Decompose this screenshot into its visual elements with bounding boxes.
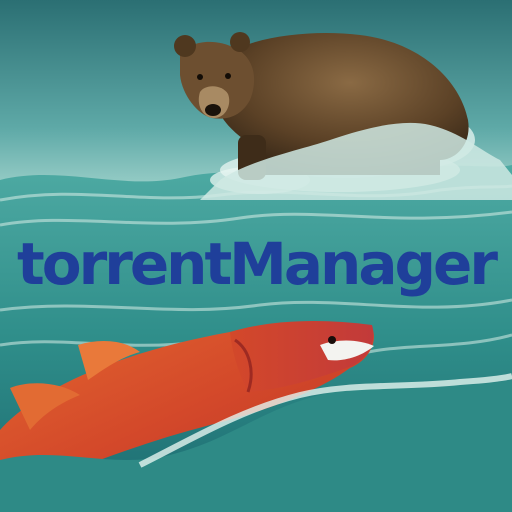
- foreground-wave: [0, 380, 512, 512]
- torrentmanager-wordmark: torrentManager: [17, 230, 498, 298]
- red-salmon: [0, 320, 374, 500]
- foreground-foam: [138, 373, 512, 468]
- water-splash: [200, 122, 512, 200]
